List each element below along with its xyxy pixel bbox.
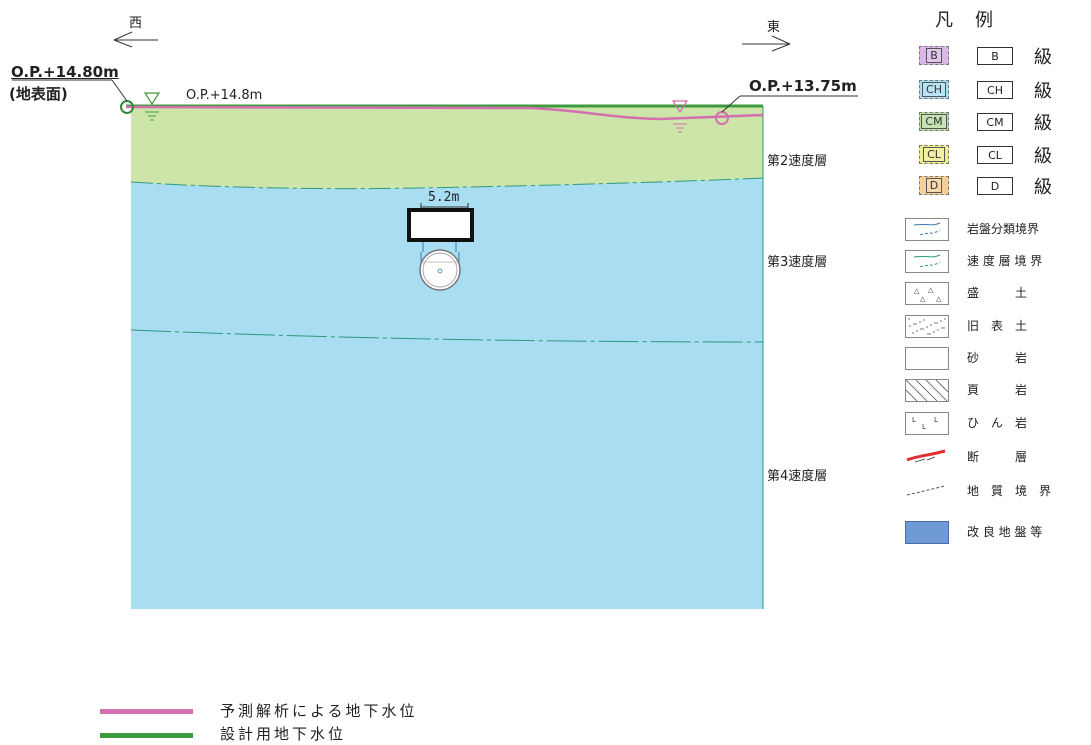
west-label: 西 bbox=[129, 16, 143, 31]
legend-symbol-label-3: 旧 表 土 bbox=[967, 319, 1028, 333]
velocity-layer-3-4-area bbox=[131, 106, 763, 609]
grade-kyu-3: 級 bbox=[1034, 146, 1052, 167]
velocity-layer-boundary-icon bbox=[905, 250, 949, 273]
grade-swatch-code: CL bbox=[923, 147, 945, 162]
predicted-water-legend-label: 予測解析による地下水位 bbox=[220, 702, 418, 720]
grade-swatch-0: B bbox=[919, 46, 949, 65]
water-level-symbol-left bbox=[143, 92, 161, 121]
legend-symbol-label-8: 地 質 境 界 bbox=[967, 484, 1052, 498]
water-level-symbol-right bbox=[671, 100, 689, 133]
predicted-water-legend-swatch bbox=[100, 709, 193, 714]
legend-symbol-label-0: 岩盤分類境界 bbox=[967, 222, 1040, 236]
grade-code-3: CL bbox=[977, 146, 1013, 164]
left-elevation-sublabel: (地表面) bbox=[9, 85, 68, 103]
fill-soil-icon: △△△△ bbox=[905, 282, 949, 305]
grade-swatch-2: CM bbox=[919, 112, 949, 131]
svg-text:△: △ bbox=[920, 295, 926, 303]
svg-text:△: △ bbox=[936, 295, 942, 303]
west-arrow bbox=[113, 31, 158, 48]
layer-3-4-boundary bbox=[130, 329, 764, 343]
grade-code-2: CM bbox=[977, 113, 1013, 131]
velocity-layer-3-label: 第3速度層 bbox=[767, 255, 828, 270]
grade-kyu-2: 級 bbox=[1034, 113, 1052, 134]
ground-elevation-label: O.P.+14.8m bbox=[186, 88, 263, 103]
legend-symbol-label-2: 盛 土 bbox=[967, 286, 1028, 300]
east-arrow bbox=[742, 35, 791, 52]
legend-symbol-label-9: 改 良 地 盤 等 bbox=[967, 525, 1043, 539]
legend-title: 凡 例 bbox=[935, 10, 995, 31]
grade-kyu-0: 級 bbox=[1034, 47, 1052, 68]
grade-code-0: B bbox=[977, 47, 1013, 65]
legend-symbol-label-1: 速 度 層 境 界 bbox=[967, 254, 1043, 268]
box-culvert bbox=[407, 208, 474, 242]
svg-text:L: L bbox=[912, 416, 916, 424]
legend-symbol-label-6: ひ ん 岩 bbox=[967, 416, 1028, 430]
sandstone-icon bbox=[905, 347, 949, 370]
pipe-inner bbox=[422, 252, 458, 288]
structure-width-label: 5.2m bbox=[428, 190, 460, 205]
improved-ground-icon bbox=[905, 521, 949, 544]
shale-icon bbox=[905, 379, 949, 402]
velocity-layer-2-label: 第2速度層 bbox=[767, 154, 828, 169]
grade-kyu-1: 級 bbox=[1034, 81, 1052, 102]
velocity-layer-2-area bbox=[131, 106, 763, 189]
svg-text:L: L bbox=[934, 416, 938, 424]
geologic-boundary-icon bbox=[905, 480, 947, 501]
svg-text:△: △ bbox=[914, 287, 920, 295]
grade-swatch-code: D bbox=[925, 178, 943, 193]
east-label: 東 bbox=[767, 20, 781, 35]
rock-class-boundary-icon bbox=[905, 218, 949, 241]
svg-text:L: L bbox=[922, 423, 926, 431]
predicted-water-line bbox=[125, 105, 764, 121]
legend-symbol-label-7: 断 層 bbox=[967, 450, 1028, 464]
grade-code-4: D bbox=[977, 177, 1013, 195]
left-elevation-label: O.P.+14.80m bbox=[11, 63, 119, 81]
fault-icon bbox=[905, 446, 947, 467]
right-elevation-label: O.P.+13.75m bbox=[749, 77, 857, 95]
grade-swatch-3: CL bbox=[919, 145, 949, 164]
old-topsoil-icon bbox=[905, 315, 949, 338]
design-water-legend-label: 設計用地下水位 bbox=[220, 725, 347, 743]
grade-swatch-4: D bbox=[919, 176, 949, 195]
legend-symbol-label-5: 頁 岩 bbox=[967, 383, 1028, 397]
svg-text:△: △ bbox=[928, 286, 934, 294]
grade-swatch-code: B bbox=[926, 48, 942, 63]
velocity-layer-4-label: 第4速度層 bbox=[767, 469, 828, 484]
grade-code-1: CH bbox=[977, 81, 1013, 99]
grade-kyu-4: 級 bbox=[1034, 177, 1052, 198]
design-water-legend-swatch bbox=[100, 733, 193, 738]
layer-2-3-boundary bbox=[130, 177, 764, 190]
legend-symbol-label-4: 砂 岩 bbox=[967, 351, 1028, 365]
grade-swatch-code: CM bbox=[921, 114, 947, 129]
grade-swatch-1: CH bbox=[919, 80, 949, 99]
grade-swatch-code: CH bbox=[922, 82, 946, 97]
